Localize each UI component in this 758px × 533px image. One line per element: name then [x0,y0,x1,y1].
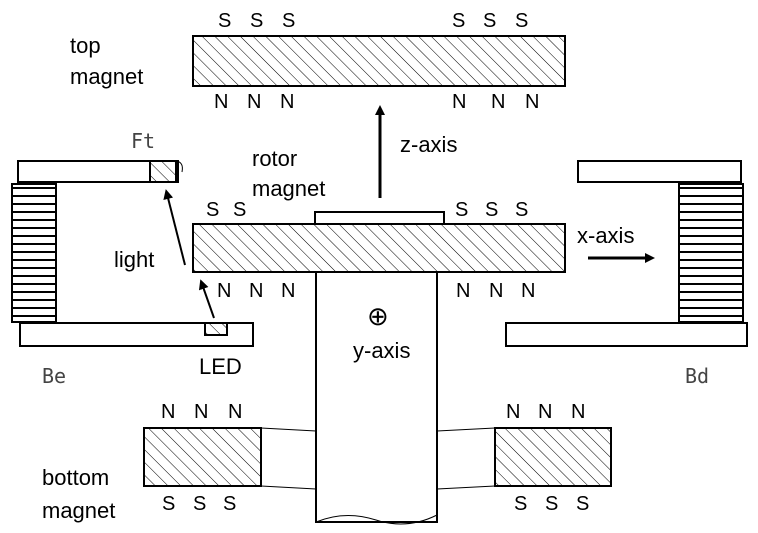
be-label: Be [42,364,66,388]
z-axis-label: z-axis [400,132,457,157]
rotor-magnet-pole-s: S [515,199,528,221]
bottom-magnet-pole-s: S [545,493,558,515]
top-magnet-pole-n: N [525,91,539,113]
top-magnet-pole-n: N [491,91,505,113]
top-magnet-pole-n: N [247,91,261,113]
rotor-magnet-bar [192,223,566,273]
rotor-magnet-pole-s: S [485,199,498,221]
phototransistor-ft [149,160,177,183]
bottom-magnet-left [143,427,262,487]
bottom-magnet-pole-s: S [514,493,527,515]
top-magnet-pole-s: S [218,10,231,32]
light-arrow-up [163,189,186,266]
bottom-magnet-label-line2: magnet [42,498,115,523]
top-magnet-pole-s: S [452,10,465,32]
rotor-magnet-pole-s: S [233,199,246,221]
bottom-magnet-pole-n: N [194,401,208,423]
left-top-pole-plate [17,160,179,183]
rotor-magnet-pole-n: N [456,280,470,302]
top-magnet-pole-s: S [483,10,496,32]
bottom-magnet-pole-s: S [223,493,236,515]
bottom-magnet-pole-s: S [576,493,589,515]
light-label: light [114,247,154,272]
bottom-magnet-pole-n: N [161,401,175,423]
rotor-magnet-pole-n: N [217,280,231,302]
bottom-magnet-pole-n: N [538,401,552,423]
rotor-magnet-label-line2: magnet [252,176,325,201]
light-arrow-led [198,279,215,319]
rotor-magnet-label-line1: rotor [252,146,297,171]
top-magnet-bar [192,35,566,87]
top-magnet-pole-n: N [452,91,466,113]
rotor-magnet-pole-n: N [489,280,503,302]
bottom-right-link-top [436,427,496,432]
bottom-left-link-bottom [260,485,317,490]
bottom-magnet-pole-n: N [506,401,520,423]
left-bottom-pole-plate [19,322,254,347]
top-magnet-label-line2: magnet [70,64,143,89]
top-magnet-label-line1: top [70,33,101,58]
x-axis-label: x-axis [577,223,634,248]
right-top-pole-plate [577,160,742,183]
rotor-magnet-pole-n: N [249,280,263,302]
bottom-magnet-right [494,427,612,487]
led-label: LED [199,354,242,379]
rotor-magnet-pole-s: S [206,199,219,221]
left-coil [11,183,57,323]
top-magnet-pole-n: N [280,91,294,113]
rotor-shaft [315,272,438,523]
ft-lead [175,160,183,173]
y-axis-symbol: ⊕ [367,301,389,331]
top-magnet-pole-n: N [214,91,228,113]
shaft-break-line [315,514,438,525]
bottom-left-link-top [260,427,317,432]
ft-label: Ft [131,129,155,153]
bottom-magnet-label-line1: bottom [42,465,109,490]
right-bottom-pole-plate [505,322,748,347]
bottom-magnet-pole-n: N [571,401,585,423]
bottom-right-link-bottom [436,485,496,490]
rotor-magnet-pole-n: N [281,280,295,302]
top-magnet-pole-s: S [515,10,528,32]
rotor-cap-plate [314,211,445,225]
bottom-magnet-pole-n: N [228,401,242,423]
bottom-magnet-pole-s: S [193,493,206,515]
rotor-magnet-pole-n: N [521,280,535,302]
right-coil [678,183,744,323]
top-magnet-pole-s: S [282,10,295,32]
top-magnet-pole-s: S [250,10,263,32]
bd-label: Bd [685,364,709,388]
rotor-magnet-pole-s: S [455,199,468,221]
led-emitter [204,322,228,336]
bottom-magnet-pole-s: S [162,493,175,515]
y-axis-label: y-axis [353,338,410,363]
